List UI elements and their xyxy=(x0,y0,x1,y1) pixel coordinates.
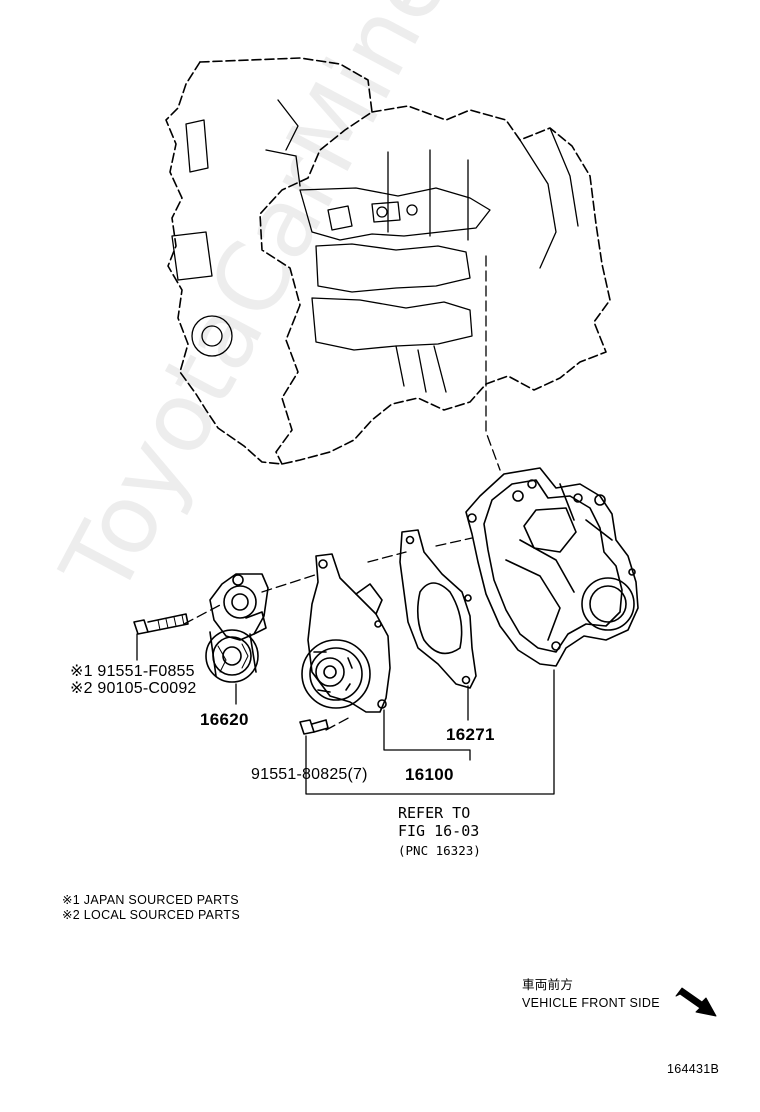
pump-bolt xyxy=(299,719,329,735)
vehicle-front-arrow-icon xyxy=(675,987,717,1017)
engine-block-details xyxy=(171,99,579,393)
legend-japan: ※1 JAPAN SOURCED PARTS xyxy=(62,893,239,907)
tensioner-bolt xyxy=(133,613,189,635)
part-number-bolt-japan: ※1 91551-F0855 xyxy=(70,663,195,680)
water-pump xyxy=(301,553,391,713)
reference-line-2: FIG 16-03 xyxy=(398,822,480,840)
legend-local: ※2 LOCAL SOURCED PARTS xyxy=(62,908,240,922)
assembly-guide-lines xyxy=(183,255,501,731)
figure-id: 164431B xyxy=(667,1062,720,1076)
reference-line-1: REFER TO xyxy=(398,804,471,822)
pump-housing xyxy=(465,467,639,667)
engine-block-outline xyxy=(165,57,611,465)
belt-tensioner xyxy=(205,573,269,683)
part-number-pump-bolt: 91551-80825(7) xyxy=(251,766,368,783)
leader-lines xyxy=(136,633,555,795)
part-number-water-pump: 16100 xyxy=(405,765,454,784)
part-number-gasket: 16271 xyxy=(446,725,495,744)
direction-japanese: 車両前方 xyxy=(522,978,574,992)
direction-english: VEHICLE FRONT SIDE xyxy=(522,996,660,1010)
reference-line-3: (PNC 16323) xyxy=(398,843,481,858)
part-number-tensioner: 16620 xyxy=(200,710,249,729)
gasket xyxy=(399,529,477,689)
part-number-bolt-local: ※2 90105-C0092 xyxy=(70,680,197,697)
